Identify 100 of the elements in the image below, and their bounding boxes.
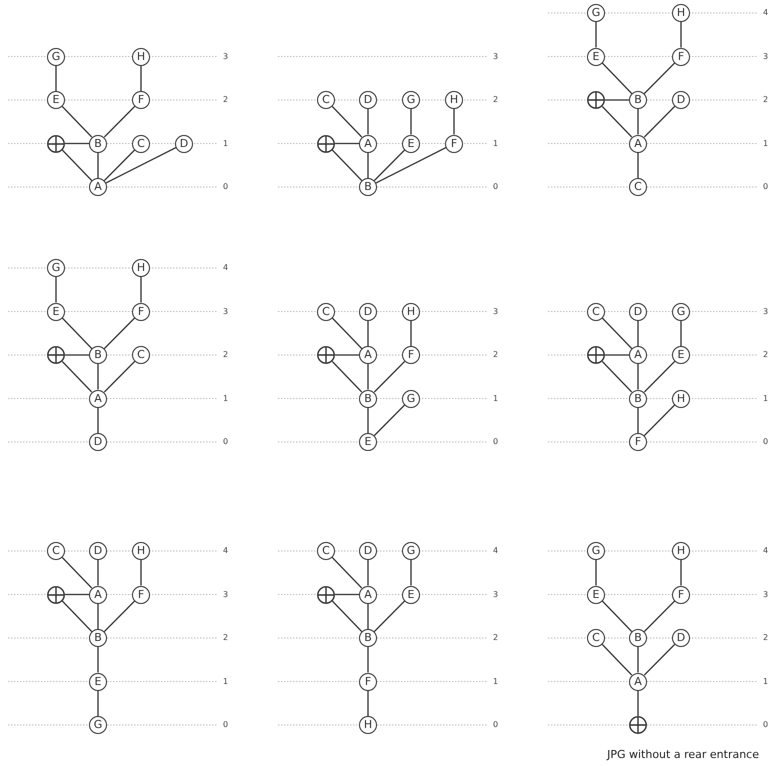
level-number: 3 <box>763 52 768 62</box>
connector-line <box>62 557 92 588</box>
connector-line <box>637 364 639 390</box>
connector-line <box>605 99 629 101</box>
connector-line <box>104 360 136 393</box>
node-circle: B <box>89 346 107 364</box>
node-circle: D <box>89 542 107 560</box>
level-number: 4 <box>493 546 498 556</box>
connector-line <box>367 690 369 716</box>
connector-line <box>367 408 369 433</box>
connector-line <box>410 320 412 346</box>
node-circle: A <box>89 586 107 604</box>
connector-line <box>644 600 676 632</box>
connector-line <box>65 594 89 596</box>
level-number: 1 <box>493 394 498 404</box>
crossed-circle-icon <box>47 586 65 604</box>
node-circle: H <box>672 390 690 408</box>
level-number: 2 <box>763 633 768 643</box>
node-circle: F <box>359 672 377 690</box>
connector-line <box>97 152 99 178</box>
level-number: 2 <box>223 350 228 360</box>
node-circle: D <box>359 302 377 320</box>
node-circle: C <box>317 302 335 320</box>
connector-line <box>55 66 57 91</box>
node-circle: F <box>132 302 150 320</box>
node-circle: G <box>47 48 65 66</box>
level-number: 2 <box>493 350 498 360</box>
level-number: 3 <box>493 52 498 62</box>
level-number: 0 <box>763 437 768 447</box>
connector-line <box>410 560 412 586</box>
node-circle: A <box>89 390 107 408</box>
level-number: 1 <box>223 394 228 404</box>
level-number: 1 <box>223 138 228 148</box>
node-circle: C <box>132 346 150 364</box>
node-circle: H <box>672 4 690 22</box>
level-number: 4 <box>763 8 768 18</box>
connector-line <box>374 360 406 393</box>
node-circle: E <box>359 433 377 451</box>
level-number: 0 <box>493 437 498 447</box>
node-circle: D <box>672 91 690 109</box>
crossed-circle-icon <box>47 346 65 364</box>
node-circle: F <box>132 586 150 604</box>
node-circle: B <box>89 629 107 647</box>
connector-line <box>97 408 99 433</box>
connector-line <box>140 560 142 586</box>
node-circle: F <box>132 91 150 109</box>
level-number: 3 <box>223 306 228 316</box>
node-circle: E <box>47 302 65 320</box>
connector-line <box>644 106 676 138</box>
node-circle: B <box>629 390 647 408</box>
connector-line <box>62 600 92 632</box>
node-circle: F <box>445 134 463 152</box>
node-circle: G <box>89 716 107 734</box>
crossed-circle-icon <box>317 346 335 364</box>
node-circle: C <box>587 302 605 320</box>
connector-line <box>140 277 142 302</box>
connector-line <box>97 560 99 586</box>
node-circle: F <box>629 433 647 451</box>
level-number: 3 <box>493 590 498 600</box>
crossed-circle-icon <box>587 91 605 109</box>
connector-line <box>62 361 92 392</box>
connector-line <box>367 109 369 134</box>
connector-line <box>62 106 92 138</box>
level-number: 1 <box>493 138 498 148</box>
level-number: 0 <box>763 720 768 730</box>
connector-line <box>644 404 676 436</box>
connector-line <box>637 152 639 178</box>
node-circle: B <box>629 91 647 109</box>
crossed-circle-icon <box>629 716 647 734</box>
connector-line <box>637 690 639 716</box>
connector-line <box>97 364 99 390</box>
connector-line <box>637 109 639 134</box>
node-circle: H <box>132 48 150 66</box>
node-circle: H <box>402 302 420 320</box>
node-circle: B <box>359 390 377 408</box>
node-circle: F <box>672 48 690 66</box>
connector-line <box>104 106 136 138</box>
crossed-circle-icon <box>317 586 335 604</box>
crossed-circle-icon <box>587 346 605 364</box>
node-circle: G <box>402 91 420 109</box>
connector-line <box>595 22 597 48</box>
connector-line <box>140 66 142 91</box>
node-circle: G <box>672 302 690 320</box>
node-circle: B <box>629 629 647 647</box>
connector-line <box>62 150 92 181</box>
connector-line <box>332 318 362 349</box>
level-number: 1 <box>493 676 498 686</box>
connector-line <box>374 600 406 632</box>
connector-line <box>644 360 676 393</box>
node-circle: G <box>587 542 605 560</box>
connector-line <box>367 647 369 672</box>
node-circle: E <box>587 586 605 604</box>
connector-line <box>97 690 99 716</box>
node-circle: E <box>402 134 420 152</box>
level-number: 0 <box>763 182 768 192</box>
connector-line <box>680 22 682 48</box>
connector-line <box>367 320 369 346</box>
level-number: 0 <box>493 182 498 192</box>
level-number: 1 <box>223 676 228 686</box>
connector-line <box>644 644 676 676</box>
